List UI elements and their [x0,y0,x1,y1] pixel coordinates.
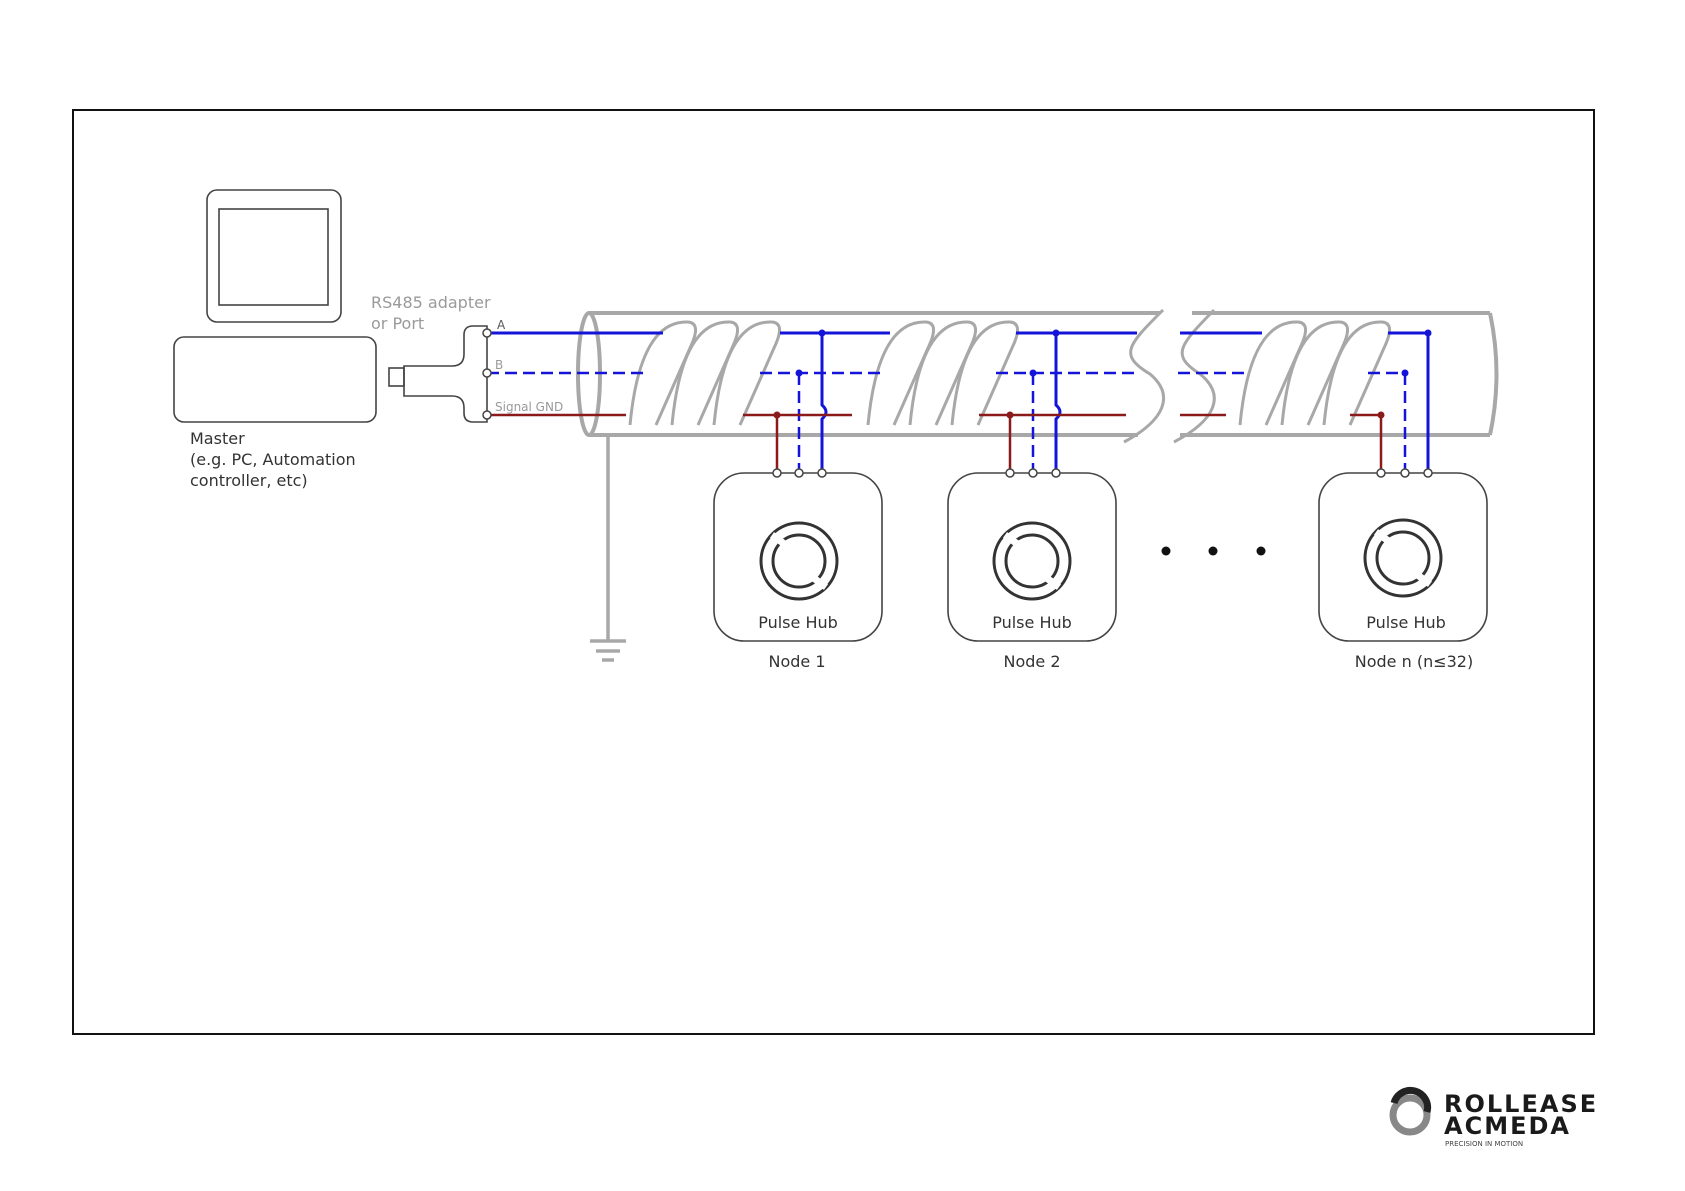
master-computer-icon [174,190,404,422]
master-title: Master [190,429,245,448]
master-description-line1: (e.g. PC, Automation [190,450,356,469]
signal-gnd-wire [487,415,1381,473]
brand-ring-icon [1393,1090,1428,1132]
master-description-line2: controller, etc) [190,471,308,490]
adapter-label-line1: RS485 adapter [371,293,491,312]
node-2: Pulse Hub Node 2 [948,469,1116,671]
brand-tagline: PRECISION IN MOTION [1445,1140,1523,1148]
node-1-device-label: Pulse Hub [758,613,838,632]
rollease-acmeda-logo: ROLLEASE ACMEDA PRECISION IN MOTION [1393,1090,1598,1148]
rs485-connector-icon [404,326,487,422]
node-n: Pulse Hub Node n (n≤32) [1319,469,1487,671]
node-1-label: Node 1 [768,652,825,671]
ground-icon [590,435,626,660]
twisted-pair-cable [578,310,1497,442]
node-2-label: Node 2 [1003,652,1060,671]
node-2-device-label: Pulse Hub [992,613,1072,632]
brand-line2: ACMEDA [1444,1112,1571,1140]
pin-a-label: A [497,318,506,332]
node-n-label: Node n (n≤32) [1355,652,1473,671]
pin-b-label: B [495,358,503,372]
more-nodes-ellipsis [1162,547,1266,556]
line-a-wire [487,333,1428,473]
node-n-device-label: Pulse Hub [1366,613,1446,632]
pin-gnd-label: Signal GND [495,400,563,414]
node-1: Pulse Hub Node 1 [714,469,882,671]
adapter-label-line2: or Port [371,314,424,333]
